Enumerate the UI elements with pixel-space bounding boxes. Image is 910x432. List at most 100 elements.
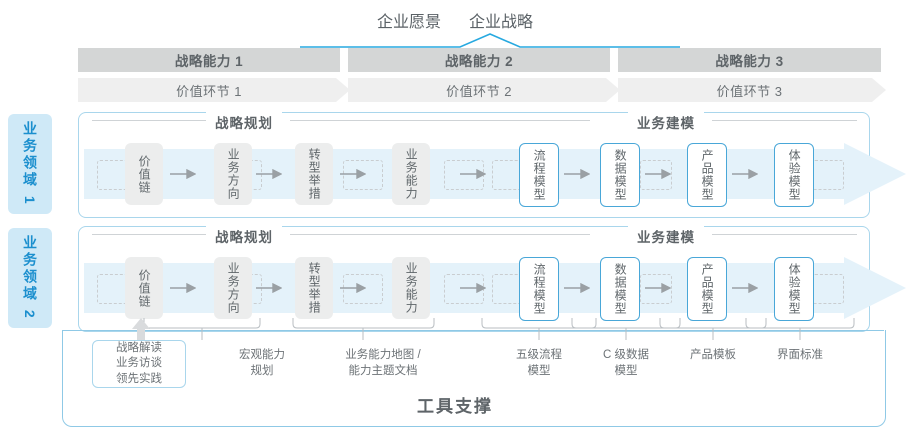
process-box-data-model-1[interactable]: 数据模型 [600, 143, 640, 207]
process-box-biz-capability-2[interactable]: 业务能力 [392, 257, 430, 319]
flow-arrow-icon [645, 169, 671, 179]
flow-arrow-icon [564, 283, 590, 293]
up-arrow-icon [132, 318, 150, 342]
process-box-process-model-1[interactable]: 流程模型 [519, 143, 559, 207]
process-box-biz-capability-1[interactable]: 业务能力 [392, 143, 430, 205]
flow-arrow-icon [732, 283, 758, 293]
capability-bar-1[interactable]: 战略能力 1 [78, 48, 340, 72]
process-box-data-model-2[interactable]: 数据模型 [600, 257, 640, 321]
section-line-right-2 [712, 234, 857, 235]
process-box-value-chain-2[interactable]: 价值链 [125, 257, 163, 319]
tool-label-line: C 级数据 [603, 349, 649, 361]
domain-tag-label-2: 业务领域 2 [22, 235, 38, 321]
strategy-line-3: 领先实践 [116, 372, 162, 385]
value-chain-label-3: 价值环节 3 [716, 83, 783, 99]
section-line-right-1 [712, 120, 857, 121]
tool-label-c-data-model: C 级数据 模型 [566, 348, 686, 379]
process-box-label: 业务能力 [404, 262, 419, 314]
tool-label-line: 五级流程 [516, 349, 562, 361]
top-titles: 企业愿景 企业战略 [0, 6, 910, 34]
capability-label-3: 战略能力 3 [715, 54, 784, 69]
flow-arrow-icon [645, 283, 671, 293]
tool-label-line: 宏观能力 [239, 349, 285, 361]
strategy-line-1: 战略解读 [116, 341, 162, 354]
flow-arrow-icon [564, 169, 590, 179]
value-chain-label-1: 价值环节 1 [176, 83, 242, 99]
flow-arrow-icon [460, 169, 486, 179]
tool-support-top-line [62, 330, 884, 331]
process-box-label: 业务方向 [226, 262, 241, 314]
tool-label-line: 规划 [250, 364, 274, 377]
strategy-interpretation-box[interactable]: 战略解读 业务访谈 领先实践 [92, 340, 186, 388]
process-box-label: 价值链 [137, 154, 152, 194]
bracket-connectors [143, 318, 855, 340]
flow-arrow-icon [170, 283, 196, 293]
process-box-process-model-2[interactable]: 流程模型 [519, 257, 559, 321]
value-chain-1[interactable]: 价值环节 1 [78, 78, 340, 102]
flow-arrow-icon [340, 283, 366, 293]
section-caption-modeling-1: 业务建模 [628, 112, 704, 132]
sidebar-domain-tag-2[interactable]: 业务领域 2 [8, 228, 52, 328]
placeholder-chip [640, 160, 672, 190]
tool-label-line: 模型 [527, 364, 551, 377]
capability-bar-3[interactable]: 战略能力 3 [618, 48, 881, 72]
process-box-product-model-2[interactable]: 产品模型 [687, 257, 727, 321]
flow-arrow-icon [732, 169, 758, 179]
value-chain-2[interactable]: 价值环节 2 [348, 78, 610, 102]
strategy-line-2: 业务访谈 [116, 357, 162, 370]
flow-arrow-icon [170, 169, 196, 179]
value-chain-3[interactable]: 价值环节 3 [618, 78, 881, 102]
tool-label-product-template: 产品模板 [653, 348, 773, 364]
flow-arrow-icon [256, 169, 282, 179]
process-box-transformation-1[interactable]: 转型举措 [295, 143, 333, 205]
enterprise-vision-title: 企业愿景 [376, 14, 441, 31]
tool-label-l5-process-model: 五级流程 模型 [479, 348, 599, 379]
process-box-label: 流程模型 [532, 149, 547, 201]
process-box-transformation-2[interactable]: 转型举措 [295, 257, 333, 319]
section-line-mid-1 [290, 120, 590, 121]
value-chain-label-2: 价值环节 2 [446, 83, 512, 99]
tool-label-line: 产品模板 [690, 349, 736, 361]
process-box-product-model-1[interactable]: 产品模型 [687, 143, 727, 207]
tool-support-frame [62, 330, 886, 427]
placeholder-chip [343, 274, 383, 304]
tool-label-line: 业务能力地图 / [345, 349, 421, 361]
process-box-label: 产品模型 [700, 263, 715, 315]
placeholder-chip [343, 160, 383, 190]
capability-label-1: 战略能力 1 [174, 54, 244, 69]
tool-label-line: 能力主题文档 [348, 364, 418, 377]
process-box-label: 体验模型 [787, 149, 802, 201]
flow-arrow-icon [340, 169, 366, 179]
tool-label-biz-capability-map: 业务能力地图 / 能力主题文档 [303, 348, 463, 379]
placeholder-chip [812, 160, 844, 190]
process-box-label: 价值链 [137, 268, 152, 308]
flow-arrow-icon [256, 283, 282, 293]
process-box-label: 业务能力 [404, 148, 419, 200]
sidebar-domain-tag-1[interactable]: 业务领域 1 [8, 114, 52, 214]
tool-label-line: 模型 [614, 364, 638, 377]
process-box-label: 数据模型 [613, 263, 628, 315]
section-caption-strategy-2: 战略规划 [206, 226, 282, 246]
section-line-mid-2 [290, 234, 590, 235]
process-box-label: 转型举措 [307, 262, 322, 314]
process-box-biz-direction-2[interactable]: 业务方向 [214, 257, 252, 319]
section-caption-strategy-1: 战略规划 [206, 112, 282, 132]
process-box-value-chain-1[interactable]: 价值链 [125, 143, 163, 205]
section-caption-modeling-2: 业务建模 [628, 226, 704, 246]
placeholder-chip [640, 274, 672, 304]
section-line-left-1 [92, 120, 222, 121]
process-box-experience-model-1[interactable]: 体验模型 [774, 143, 814, 207]
flow-arrow-icon [460, 283, 486, 293]
capability-label-2: 战略能力 2 [444, 54, 514, 69]
enterprise-strategy-title: 企业战略 [469, 14, 534, 31]
process-box-label: 流程模型 [532, 263, 547, 315]
peak-connector-line [300, 33, 680, 48]
section-line-left-2 [92, 234, 222, 235]
process-box-experience-model-2[interactable]: 体验模型 [774, 257, 814, 321]
domain-tag-label-1: 业务领域 1 [22, 121, 38, 207]
process-box-label: 产品模型 [700, 149, 715, 201]
process-box-label: 体验模型 [787, 263, 802, 315]
capability-bar-2[interactable]: 战略能力 2 [348, 48, 610, 72]
process-box-biz-direction-1[interactable]: 业务方向 [214, 143, 252, 205]
